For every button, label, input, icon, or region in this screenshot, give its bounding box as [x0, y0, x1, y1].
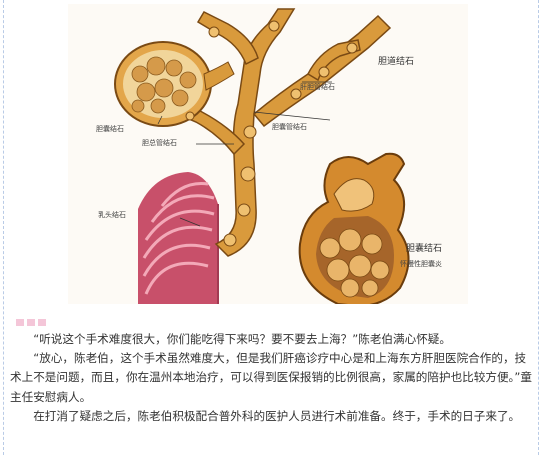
gallstone-illustration: 胆道结石 肝胆管结石 胆囊管结石 胆囊结石 胆总管结石 乳头结石 胆囊结石 怀慢…	[68, 4, 468, 304]
label-common-bile-duct-stone: 胆总管结石	[142, 139, 177, 147]
article-paragraph: “放心，陈老伯，这个手术虽然难度大，但是我们肝癌诊疗中心是和上海东方肝胆医院合作…	[10, 351, 532, 404]
label-intrahepatic-stone: 肝胆管结石	[300, 83, 335, 91]
article-paragraph: “听说这个手术难度很大，你们能吃得下来吗？要不要去上海？”陈老伯满心怀疑。	[33, 332, 451, 346]
frame-border-right	[538, 0, 539, 455]
label-cystic-duct-stone: 胆囊管结石	[272, 123, 307, 131]
divider-dot	[16, 319, 24, 326]
label-papilla-stone: 乳头结石	[98, 211, 126, 219]
article-body: “听说这个手术难度很大，你们能吃得下来吗？要不要去上海？”陈老伯满心怀疑。 “放…	[10, 330, 532, 426]
gallbladder-right	[298, 152, 410, 304]
label-chronic-cholecystitis: 怀慢性胆囊炎	[400, 260, 442, 268]
divider-dot	[27, 319, 35, 326]
anatomy-drawing	[114, 8, 410, 304]
leader-lines	[157, 81, 332, 227]
divider-decoration	[16, 319, 56, 326]
label-gallbladder-stone-left: 胆囊结石	[96, 125, 124, 133]
label-gallbladder-stone-right: 胆囊结石	[406, 244, 443, 254]
divider-dot	[38, 319, 46, 326]
duct-stones	[185, 20, 358, 247]
duodenum	[138, 172, 219, 304]
article-paragraph: 在打消了疑虑之后，陈老伯积极配合普外科的医护人员进行术前准备。终于，手术的日子来…	[33, 408, 521, 423]
frame-border-left	[3, 0, 4, 455]
gallbladder-left	[114, 41, 235, 127]
label-bile-duct-stone: 胆道结石	[378, 57, 415, 67]
